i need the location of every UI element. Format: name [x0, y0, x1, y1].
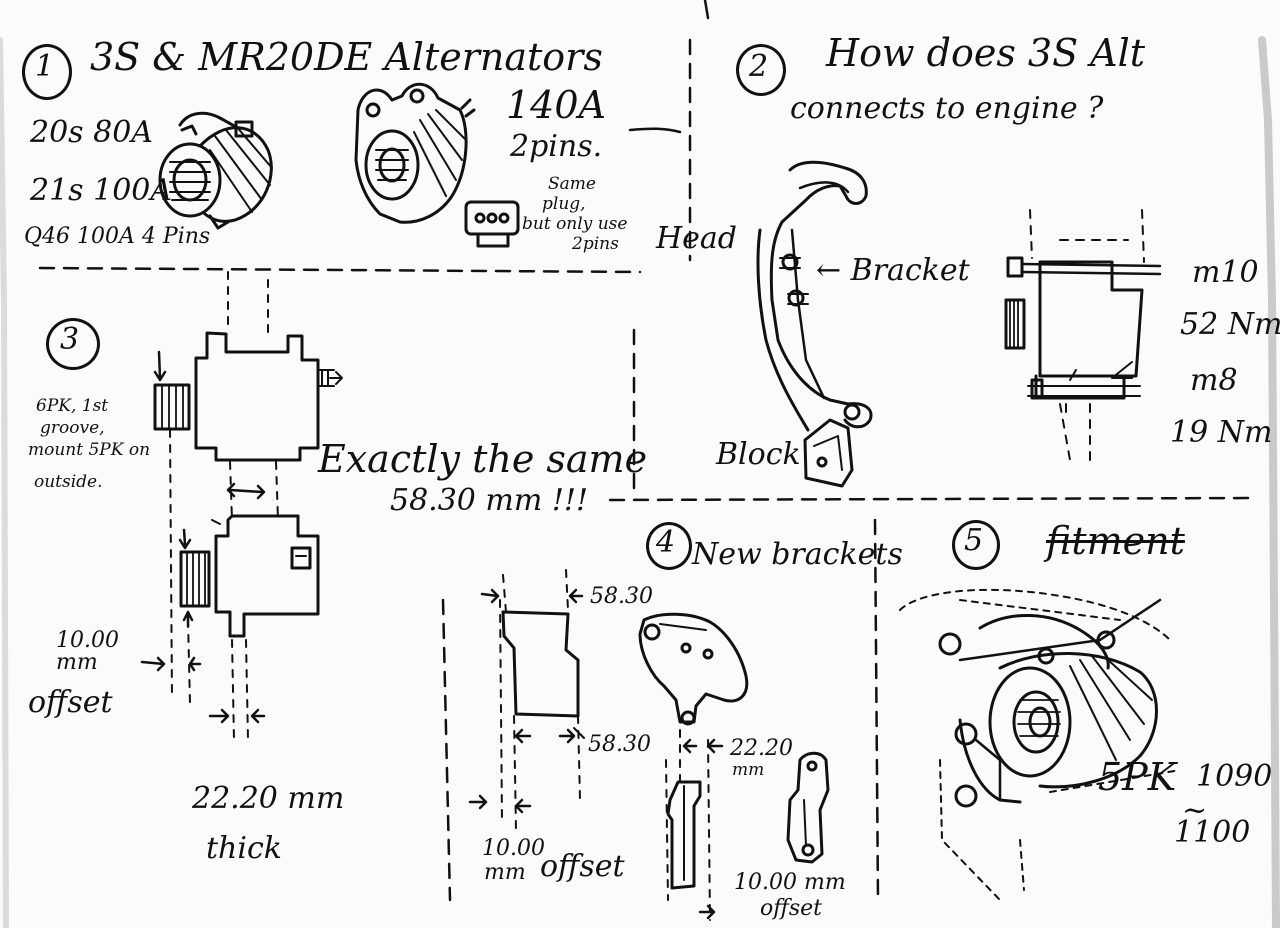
- belt-note-line-4: outside.: [34, 472, 103, 492]
- belt-5pk: 5PK: [1098, 755, 1177, 799]
- dim-22-20-unit: mm: [732, 760, 765, 780]
- alternator-schematic-top: [153, 271, 343, 699]
- exactly-the-same-note: Exactly the same: [318, 437, 648, 481]
- alternator-3s-drawing: [158, 111, 273, 230]
- divider-2-5: [608, 496, 1257, 502]
- section-5-number: 5: [964, 523, 984, 558]
- section-2-question-line-2: connects to engine ?: [790, 91, 1104, 126]
- plug-note-line-4: 2pins: [572, 234, 619, 254]
- spec-2pins: 2pins.: [510, 129, 603, 164]
- offset-unit-mm: mm: [56, 650, 98, 675]
- plug-note-line-1: Same: [548, 174, 596, 194]
- section-4-number: 4: [656, 525, 676, 560]
- new-bracket-drawing-bottom-right: [786, 751, 830, 864]
- spec-21s-100a: 21s 100A: [30, 173, 173, 208]
- new-brackets-title: New brackets: [692, 537, 903, 572]
- belt-length-separator: ~: [1182, 793, 1208, 828]
- section-4-circle: [646, 522, 692, 570]
- new-bracket-drawing-top: [638, 612, 749, 726]
- new-bracket-drawing-bottom-left: [665, 729, 724, 921]
- spec-20s-80a: 20s 80A: [30, 115, 153, 150]
- torque-19nm: 19 Nm: [1170, 415, 1273, 450]
- bolt-m10: m10: [1192, 255, 1259, 290]
- fitment-drawing: [899, 588, 1181, 901]
- offset-label: offset: [28, 685, 113, 720]
- bracket-drawing: [756, 160, 873, 488]
- dim-58-30-middle: 58.30: [588, 732, 651, 757]
- divider-4-5: [873, 518, 880, 902]
- label-block: Block: [716, 437, 801, 472]
- torque-52nm: 52 Nm: [1180, 307, 1280, 342]
- offset-c-value: 10.00 mm: [734, 870, 846, 895]
- section-2-number: 2: [749, 49, 769, 84]
- offset-value-10: 10.00: [56, 628, 119, 653]
- plug-note-line-2: plug,: [542, 194, 586, 214]
- divider-3-4: [441, 598, 452, 902]
- section-1-title: 3S & MR20DE Alternators: [90, 35, 603, 79]
- belt-length-1100: 1100: [1174, 815, 1251, 850]
- offset-c-label: offset: [760, 896, 822, 921]
- offset-b-unit: mm: [484, 860, 526, 885]
- label-bracket: ← Bracket: [816, 253, 970, 288]
- mount-sideview-drawing: [1004, 209, 1162, 461]
- thickness-22-20: 22.20 mm: [192, 781, 345, 816]
- belt-note-line-1: 6PK, 1st: [36, 396, 109, 416]
- bolt-m8: m8: [1190, 363, 1238, 398]
- section-1-number: 1: [35, 49, 55, 84]
- scribble-divider: [628, 127, 682, 134]
- plug-note-line-3: but only use: [522, 214, 628, 234]
- section-5-circle: [952, 520, 1000, 570]
- belt-note-line-3: mount 5PK on: [28, 440, 151, 460]
- offset-b-label: offset: [540, 849, 625, 884]
- section-dividers: [38, 38, 1257, 902]
- label-head: Head: [656, 221, 738, 256]
- belt-length-1090: 1090: [1196, 759, 1273, 794]
- section-2-circle: [736, 44, 786, 96]
- fitment-title: fitment: [1046, 519, 1185, 563]
- thickness-label: thick: [206, 831, 282, 866]
- section-3-circle: [46, 318, 100, 370]
- plug-drawing: [464, 200, 520, 248]
- spec-q46-100a-4pins: Q46 100A 4 Pins: [24, 224, 211, 249]
- section-3-number: 3: [60, 322, 80, 357]
- section-1-circle: [22, 44, 72, 100]
- belt-note-line-2: groove,: [40, 418, 105, 438]
- divider-1-3: [38, 266, 642, 274]
- alternator-mr20de-drawing: [354, 82, 476, 224]
- paper-edge: [1258, 36, 1280, 928]
- alternator-schematic-bottom: [140, 514, 320, 741]
- spec-140a: 140A: [506, 83, 606, 127]
- offset-b-value: 10.00: [482, 836, 545, 861]
- same-dimension-58-30: 58.30 mm !!!: [390, 483, 589, 518]
- dim-58-30-top: 58.30: [590, 584, 653, 609]
- section-2-question-line-1: How does 3S Alt: [826, 31, 1146, 75]
- paper-edge-left: [0, 37, 9, 928]
- spacer-profile-drawing: [468, 569, 584, 831]
- dim-22-20: 22.20: [730, 736, 793, 761]
